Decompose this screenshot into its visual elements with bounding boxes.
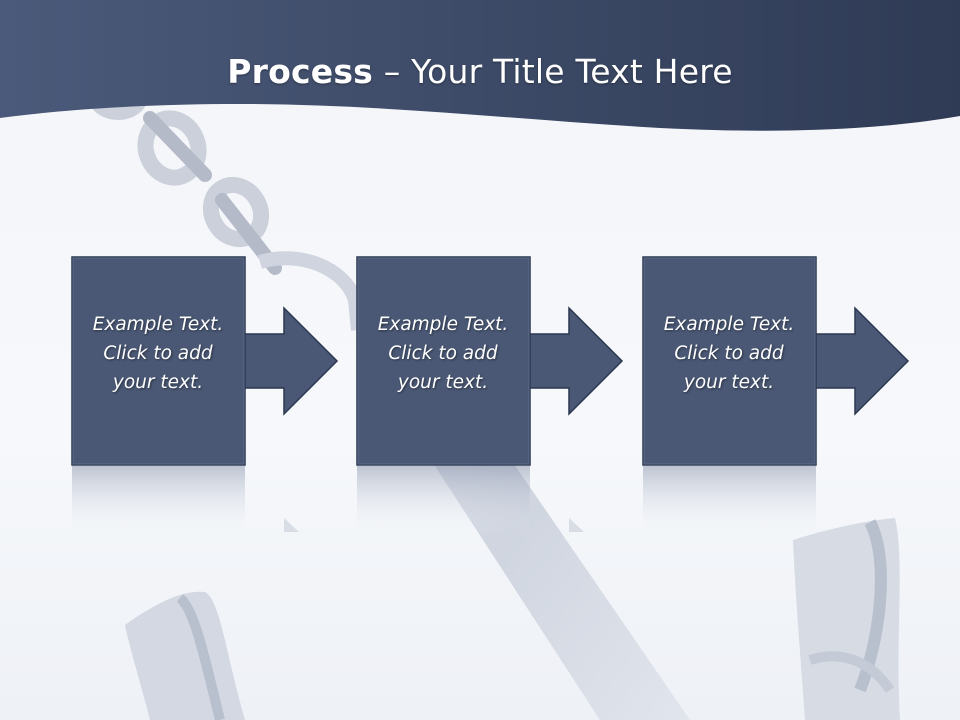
- slide-title[interactable]: Process – Your Title Text Here: [0, 52, 960, 91]
- step-text-line: Example Text.: [92, 314, 224, 335]
- step-text-line: Example Text.: [663, 314, 795, 335]
- step-text-line: your text.: [397, 372, 489, 393]
- step-text-line: Click to add: [388, 343, 498, 364]
- process-step-3[interactable]: Example Text. Click to add your text.: [642, 256, 912, 536]
- step-text[interactable]: Example Text. Click to add your text.: [356, 310, 530, 397]
- process-step-2[interactable]: Example Text. Click to add your text.: [356, 256, 626, 536]
- slide-title-rest: – Your Title Text Here: [373, 52, 733, 91]
- slide-title-bold: Process: [227, 52, 374, 91]
- step-text[interactable]: Example Text. Click to add your text.: [71, 310, 245, 397]
- process-step-1[interactable]: Example Text. Click to add your text.: [71, 256, 341, 536]
- step-text-line: your text.: [112, 372, 204, 393]
- step-shape: [71, 256, 339, 536]
- step-text-line: your text.: [683, 372, 775, 393]
- step-shape: [356, 256, 624, 536]
- header-band: [0, 0, 960, 131]
- step-text[interactable]: Example Text. Click to add your text.: [642, 310, 816, 397]
- step-shape: [642, 256, 910, 536]
- step-text-line: Click to add: [674, 343, 784, 364]
- step-text-line: Click to add: [103, 343, 213, 364]
- step-text-line: Example Text.: [377, 314, 509, 335]
